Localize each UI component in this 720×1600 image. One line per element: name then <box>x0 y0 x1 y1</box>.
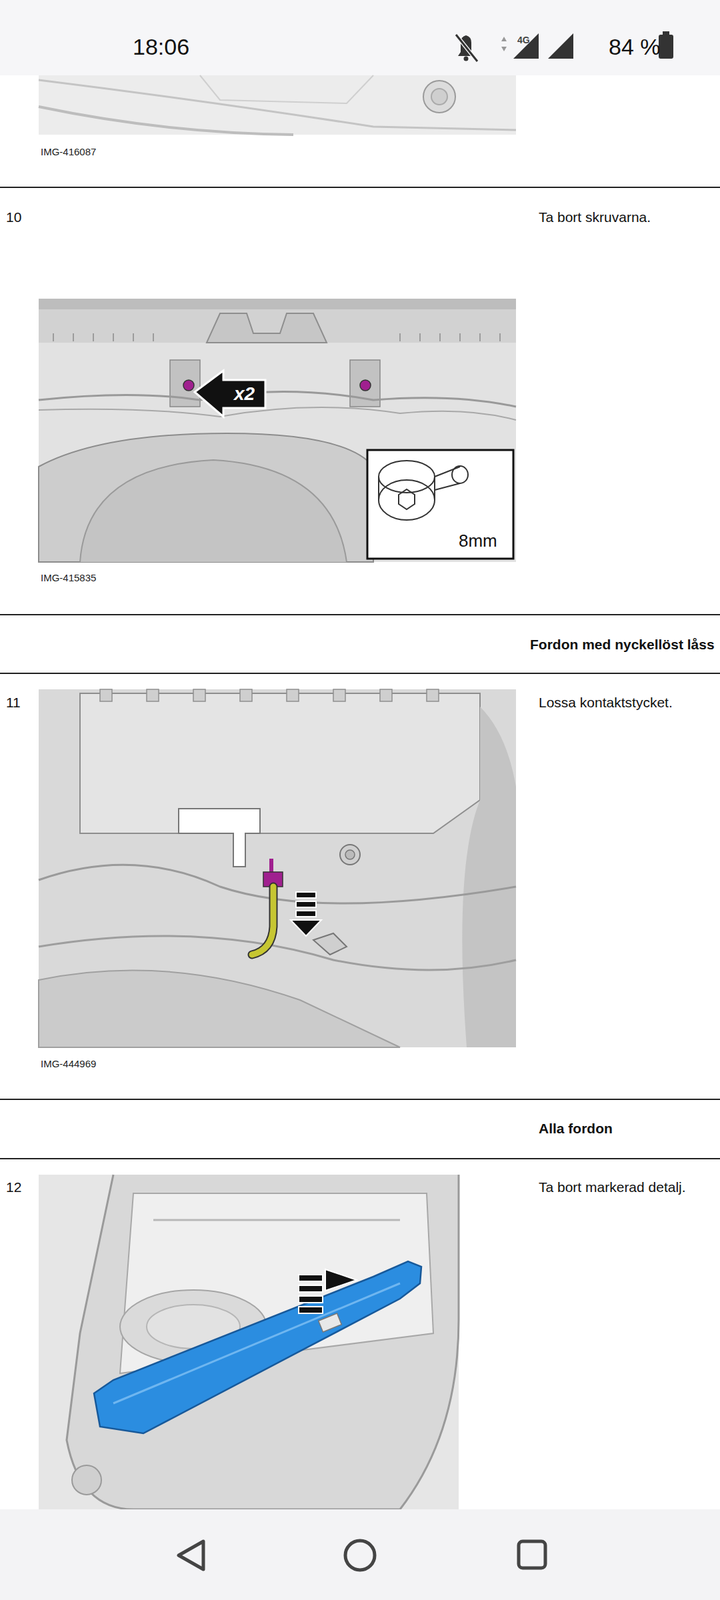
section-heading: Alla fordon <box>538 1120 613 1137</box>
instruction-text: Ta bort skruvarna. <box>538 208 651 226</box>
instruction-text: Lossa kontaktstycket. <box>538 694 673 711</box>
tool-size: 8mm <box>458 530 498 552</box>
network-label: 4G <box>517 34 530 46</box>
step-number: 12 <box>6 1178 22 1196</box>
instruction-text: Ta bort markerad detalj. <box>538 1178 686 1196</box>
image-id: IMG-444969 <box>40 1058 96 1070</box>
status-time: 18:06 <box>132 33 190 61</box>
image-id: IMG-415835 <box>40 572 96 584</box>
step-number: 11 <box>6 694 21 711</box>
step-number: 10 <box>6 208 22 226</box>
quantity-callout: x2 <box>234 382 255 406</box>
image-id: IMG-416087 <box>40 146 96 158</box>
section-heading: Fordon med nyckellöst låss <box>530 636 715 653</box>
battery-percent: 84 % <box>608 33 661 61</box>
